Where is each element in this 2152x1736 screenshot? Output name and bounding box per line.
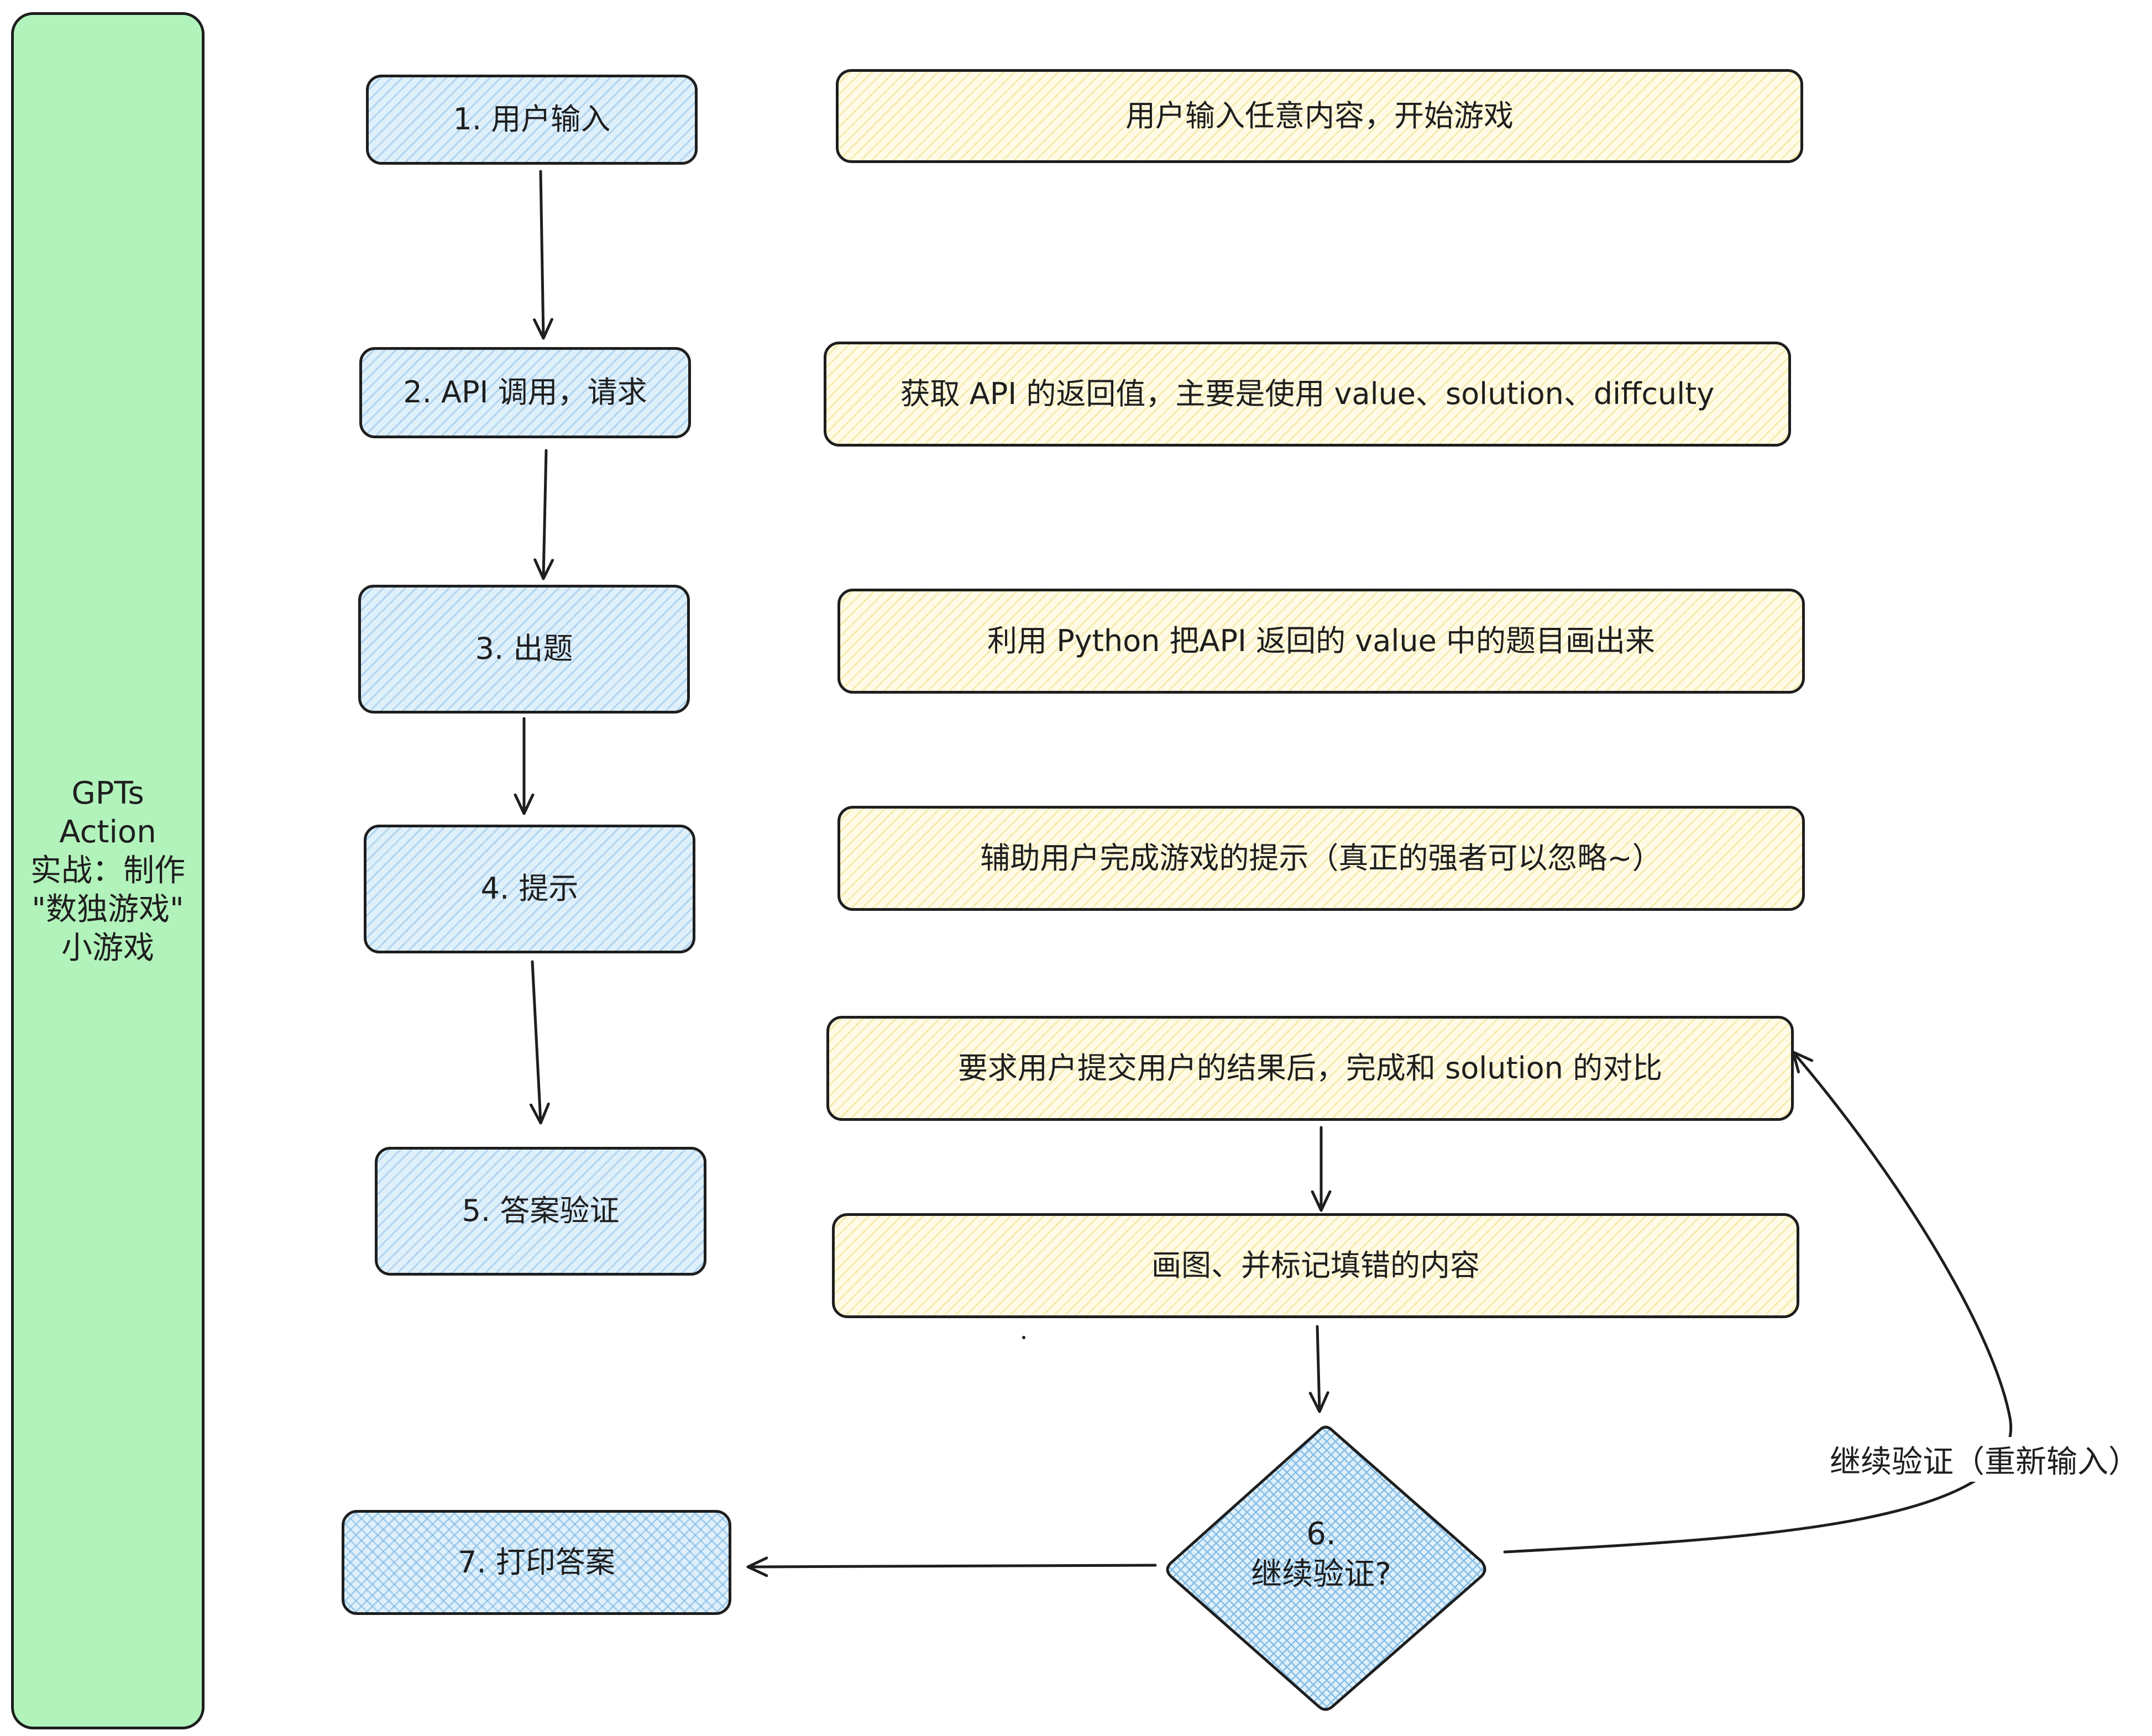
retry-edge-label: 继续验证（重新输入） bbox=[1830, 1437, 2150, 1482]
step-print-answer-label: 7. 打印答案 bbox=[458, 1544, 615, 1580]
decision-diamond[interactable] bbox=[1166, 1425, 1486, 1711]
step-hint[interactable]: 4. 提示 bbox=[364, 825, 695, 953]
decision-question: 继续验证? bbox=[1251, 1556, 1391, 1592]
note-user-input-text: 用户输入任意内容，开始游戏 bbox=[1125, 98, 1514, 133]
arrow-step4-to-step5 bbox=[532, 960, 541, 1122]
step-hint-label: 4. 提示 bbox=[480, 871, 579, 906]
note-hint: 辅助用户完成游戏的提示（真正的强者可以忽略~） bbox=[837, 806, 1805, 911]
step-api-call[interactable]: 2. API 调用，请求 bbox=[359, 347, 691, 438]
step-answer-check-label: 5. 答案验证 bbox=[462, 1193, 620, 1229]
note-api-response-text: 获取 API 的返回值，主要是使用 value、solution、diffcul… bbox=[900, 376, 1715, 411]
note-compare-solution: 要求用户提交用户的结果后，完成和 solution 的对比 bbox=[826, 1016, 1794, 1121]
step-print-answer[interactable]: 7. 打印答案 bbox=[342, 1510, 731, 1615]
step-generate-puzzle-label: 3. 出题 bbox=[475, 631, 573, 667]
sidebar-title: GPTs Action 实战：制作 "数独游戏" 小游戏 bbox=[30, 775, 185, 966]
arrow-step1-to-step2 bbox=[541, 170, 543, 337]
note-hint-text: 辅助用户完成游戏的提示（真正的强者可以忽略~） bbox=[980, 840, 1662, 875]
arrow-note6-to-decision bbox=[1317, 1325, 1320, 1410]
decision-number: 6. bbox=[1306, 1516, 1336, 1552]
note-draw-puzzle: 利用 Python 把API 返回的 value 中的题目画出来 bbox=[837, 589, 1805, 694]
step-answer-check[interactable]: 5. 答案验证 bbox=[375, 1147, 706, 1276]
note-api-response: 获取 API 的返回值，主要是使用 value、solution、diffcul… bbox=[824, 342, 1791, 447]
step-generate-puzzle[interactable]: 3. 出题 bbox=[358, 585, 690, 714]
note-mark-errors: 画图、并标记填错的内容 bbox=[832, 1213, 1799, 1318]
sidebar-panel: GPTs Action 实战：制作 "数独游戏" 小游戏 bbox=[11, 12, 205, 1729]
note-compare-solution-text: 要求用户提交用户的结果后，完成和 solution 的对比 bbox=[957, 1050, 1663, 1085]
arrow-step2-to-step3 bbox=[543, 449, 546, 578]
step-user-input-label: 1. 用户输入 bbox=[453, 102, 611, 137]
note-mark-errors-text: 画图、并标记填错的内容 bbox=[1151, 1247, 1480, 1283]
step-api-call-label: 2. API 调用，请求 bbox=[403, 375, 647, 410]
decision-label: 6. 继续验证? bbox=[1161, 1514, 1481, 1595]
step-user-input[interactable]: 1. 用户输入 bbox=[366, 75, 698, 165]
note-draw-puzzle-text: 利用 Python 把API 返回的 value 中的题目画出来 bbox=[987, 623, 1655, 658]
note-user-input: 用户输入任意内容，开始游戏 bbox=[836, 69, 1803, 163]
stray-dot bbox=[1022, 1336, 1025, 1339]
arrow-decision-to-step7 bbox=[749, 1565, 1157, 1567]
